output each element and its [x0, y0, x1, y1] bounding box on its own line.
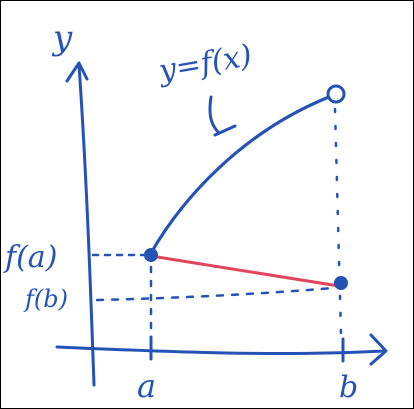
x-tick-b-label: b [339, 370, 358, 405]
y-axis [77, 63, 96, 387]
curve-label: y=f(x) [154, 38, 254, 89]
x-axis-arrowhead [369, 333, 388, 366]
function-curve [149, 93, 336, 255]
x-axis [55, 345, 387, 356]
secant-line [149, 254, 341, 288]
x-tick-a-label: a [137, 367, 156, 405]
guide-fb-horizontal [95, 286, 335, 302]
label-pointer-arrow [208, 95, 237, 137]
y-axis-arrowhead [65, 61, 89, 83]
point-a-dot [144, 248, 158, 262]
guide-b-vertical [333, 107, 343, 337]
point-b-dot [334, 276, 348, 290]
y-tick-fb-label: f(b) [23, 285, 68, 313]
y-axis-label: y [51, 18, 73, 58]
y-tick-fa-label: f(a) [3, 240, 57, 275]
curve-end-open-circle [326, 84, 346, 104]
